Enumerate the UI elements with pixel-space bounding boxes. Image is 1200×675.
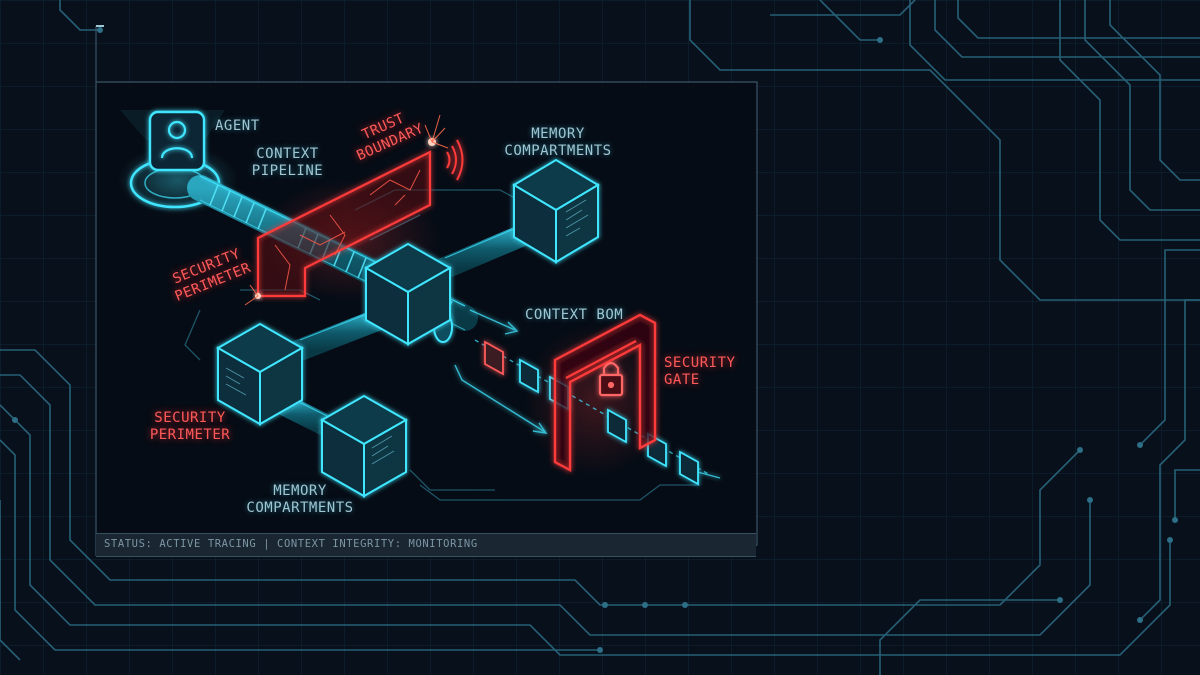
status-bar: STATUS: ACTIVE TRACING | CONTEXT INTEGRI… [96, 533, 756, 557]
agent-node [120, 110, 225, 209]
trust-boundary-panel [244, 114, 464, 306]
label-context-bom: CONTEXT BOM [525, 307, 624, 323]
label-security-perimeter-lower: SECURITY PERIMETER [140, 410, 240, 444]
label-security-perimeter-lower-line2: PERIMETER [149, 427, 231, 443]
label-security-gate: SECURITY GATE [664, 355, 735, 389]
label-security-gate-line1: SECURITY [664, 355, 736, 371]
label-memory-top: MEMORY COMPARTMENTS [500, 126, 616, 160]
cube-memory-bottom [319, 394, 409, 498]
label-memory-bottom-line2: COMPARTMENTS [246, 500, 354, 516]
flow-arrows [454, 309, 721, 479]
cube-center [363, 242, 453, 346]
label-security-gate-line2: GATE [664, 372, 700, 388]
cube-perimeter-left [215, 322, 305, 426]
user-icon [160, 120, 194, 159]
padlock-icon [598, 361, 624, 397]
label-memory-top-line2: COMPARTMENTS [504, 143, 612, 159]
label-memory-bottom: MEMORY COMPARTMENTS [240, 483, 360, 517]
cube-memory-top [512, 158, 600, 264]
status-text: STATUS: ACTIVE TRACING | CONTEXT INTEGRI… [104, 538, 478, 550]
label-context-pipeline: CONTEXT PIPELINE [250, 146, 325, 180]
wireless-signal-icon [446, 139, 464, 181]
label-memory-top-line1: MEMORY [531, 126, 585, 142]
circuit-nodes [12, 27, 1178, 653]
security-gate [553, 313, 657, 472]
label-context-pipeline-line2: PIPELINE [251, 163, 324, 179]
label-memory-bottom-line1: MEMORY [273, 483, 327, 499]
label-agent: AGENT [215, 118, 260, 134]
label-context-pipeline-line1: CONTEXT [256, 146, 319, 162]
label-security-perimeter-lower-line1: SECURITY [154, 410, 226, 426]
